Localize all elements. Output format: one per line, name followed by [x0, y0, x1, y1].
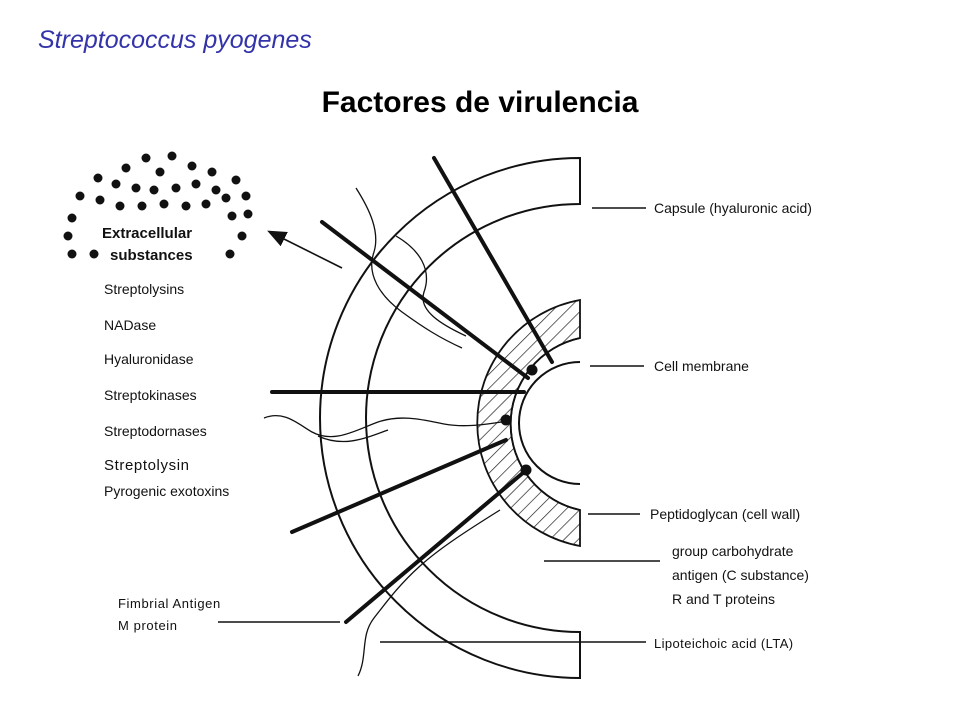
- species-name: Streptococcus pyogenes: [38, 26, 312, 54]
- list-item: Hyaluronidase: [104, 351, 194, 367]
- leader-lines: [218, 207, 660, 643]
- page-title: Factores de virulencia: [321, 86, 639, 119]
- list-item: Pyrogenic exotoxins: [104, 483, 229, 499]
- cell-membrane-label: Cell membrane: [654, 358, 749, 374]
- capsule-layer: [319, 156, 581, 680]
- list-item: Streptodornases: [104, 423, 207, 439]
- extracellular-list: Streptolysins NADase Hyaluronidase Strep…: [104, 281, 229, 499]
- extracellular-heading-2: substances: [110, 247, 193, 264]
- list-item: Streptolysin: [104, 457, 190, 474]
- fimbrial-antigen-label: Fimbrial Antigen: [118, 596, 221, 611]
- rt-proteins-label: R and T proteins: [672, 591, 775, 607]
- m-protein-label: M protein: [118, 618, 178, 633]
- cell-membrane-arc: [518, 361, 581, 485]
- inner-ring-arc: [509, 337, 581, 511]
- list-item: Streptolysins: [104, 281, 184, 297]
- fimbrial-labels: Fimbrial Antigen M protein: [118, 596, 221, 633]
- list-item: Streptokinases: [104, 387, 197, 403]
- extracellular-dots: [63, 151, 253, 259]
- membrane-dots: [500, 364, 538, 476]
- capsule-label: Capsule (hyaluronic acid): [654, 200, 812, 216]
- radial-lines: [270, 156, 554, 624]
- peptidoglycan-label: Peptidoglycan (cell wall): [650, 506, 800, 522]
- structure-labels: Capsule (hyaluronic acid) Cell membrane …: [650, 200, 812, 651]
- lta-label: Lipoteichoic acid (LTA): [654, 636, 794, 651]
- c-substance-label: antigen (C substance): [672, 567, 809, 583]
- secretion-arrow: [267, 230, 343, 269]
- extracellular-heading-1: Extracellular: [102, 225, 192, 242]
- group-carbohydrate-label: group carbohydrate: [672, 543, 794, 559]
- list-item: NADase: [104, 317, 156, 333]
- lta-strands: [263, 187, 503, 677]
